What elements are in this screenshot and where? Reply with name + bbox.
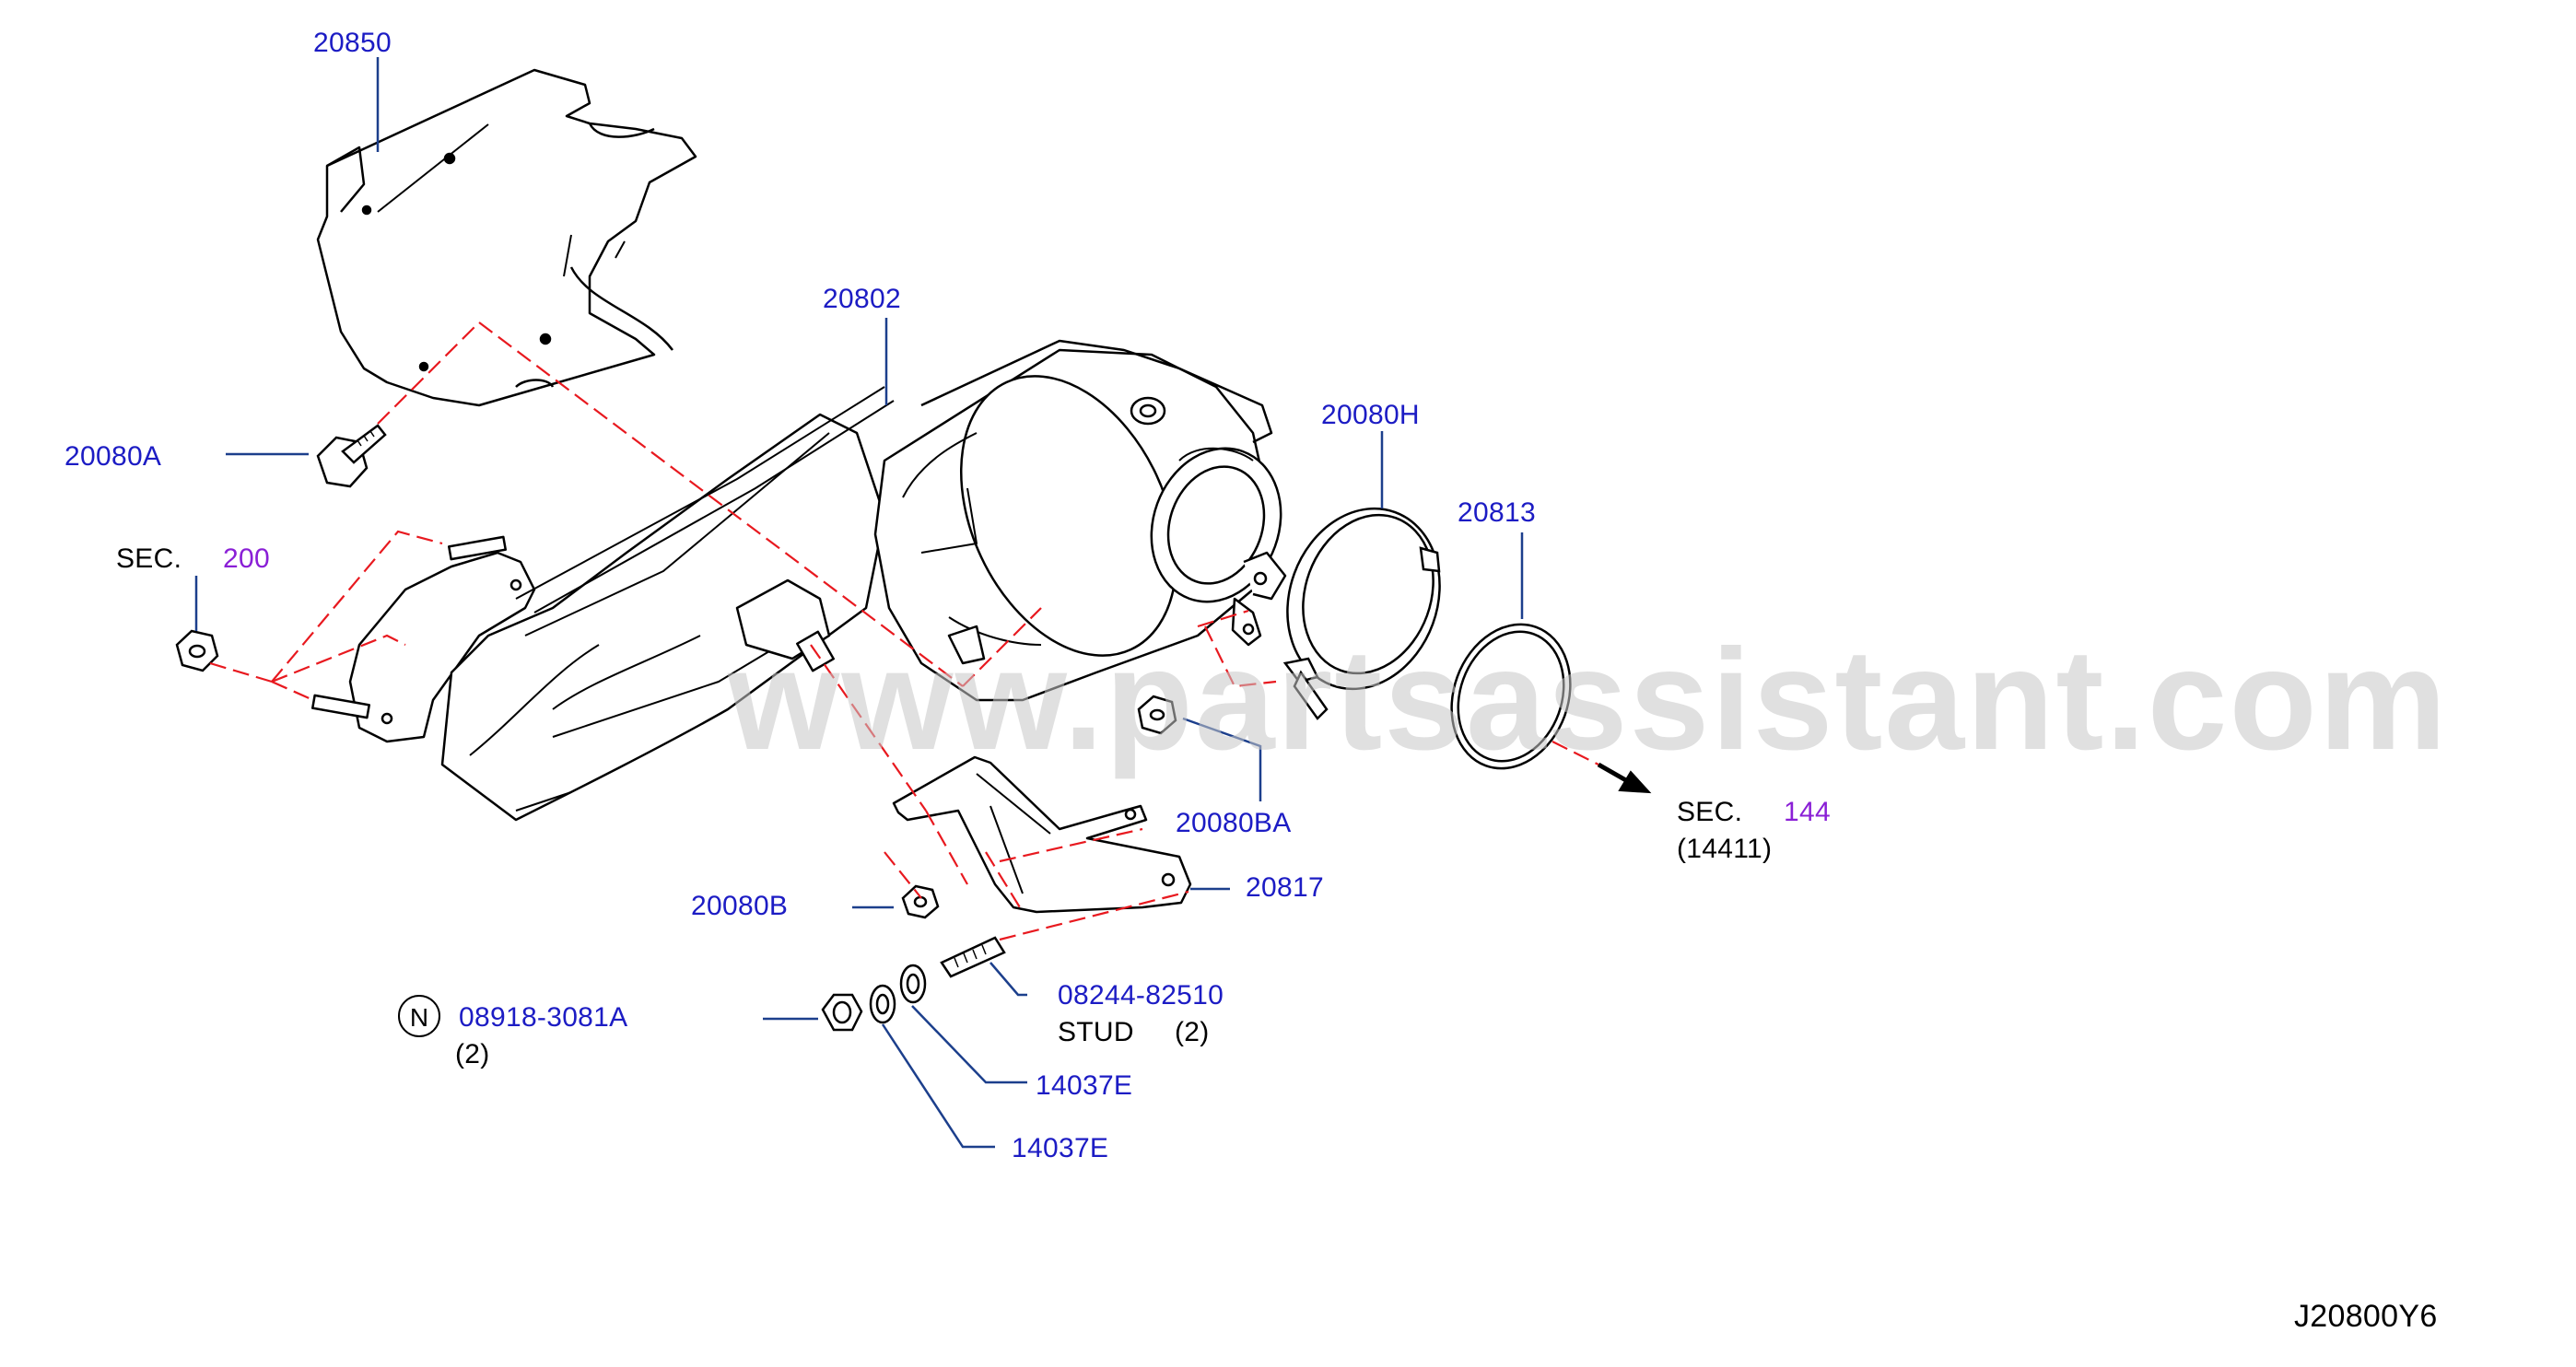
n-symbol-icon: N <box>398 995 440 1037</box>
callout-20817[interactable]: 20817 <box>1246 872 1324 903</box>
callout-20080h[interactable]: 20080H <box>1321 400 1420 430</box>
watermark: www.partsassistant.com <box>728 620 2449 780</box>
callout-20813[interactable]: 20813 <box>1458 497 1536 528</box>
callout-14037e-upper[interactable]: 14037E <box>1036 1070 1133 1101</box>
section-ref-subcode: (14411) <box>1677 834 1773 864</box>
callout-20802[interactable]: 20802 <box>823 284 901 314</box>
washer-nut-drawing <box>821 964 927 1032</box>
section-ref-label-left: SEC. <box>116 543 182 574</box>
heat-shield-drawing <box>316 68 697 407</box>
callout-20080ba[interactable]: 20080BA <box>1176 808 1292 838</box>
section-ref-144[interactable]: 144 <box>1784 797 1831 827</box>
section-ref-200[interactable]: 200 <box>223 543 270 574</box>
stud-drawing <box>940 936 1006 978</box>
nut-20080ba-drawing <box>1137 695 1177 735</box>
leader-lines <box>194 57 1524 1149</box>
dashed-reference-lines <box>209 321 1599 941</box>
callout-08244-82510[interactable]: 08244-82510 <box>1058 980 1224 1011</box>
bolt-20080a-drawing <box>316 424 387 488</box>
callout-20850[interactable]: 20850 <box>313 28 392 58</box>
section-ref-label-right: SEC. <box>1677 797 1743 827</box>
nut-20080b-drawing <box>901 884 940 919</box>
callout-20080b[interactable]: 20080B <box>691 891 789 921</box>
clamp-20080h-drawing <box>1282 507 1441 720</box>
callout-14037e-lower[interactable]: 14037E <box>1012 1133 1109 1163</box>
nut-n-quantity: (2) <box>455 1039 490 1069</box>
callout-20080a[interactable]: 20080A <box>64 441 162 472</box>
gasket-20813-drawing <box>1450 623 1572 770</box>
bracket-20817-drawing <box>892 755 1192 914</box>
stud-label: STUD <box>1058 1017 1134 1047</box>
nut-sec200-drawing <box>175 629 219 672</box>
callout-08918-3081a[interactable]: 08918-3081A <box>459 1002 628 1033</box>
diagram-code: J20800Y6 <box>2294 1299 2438 1334</box>
stud-quantity: (2) <box>1175 1017 1210 1047</box>
converter-drawing <box>310 339 1287 822</box>
arrow-to-sec144 <box>1597 762 1652 794</box>
